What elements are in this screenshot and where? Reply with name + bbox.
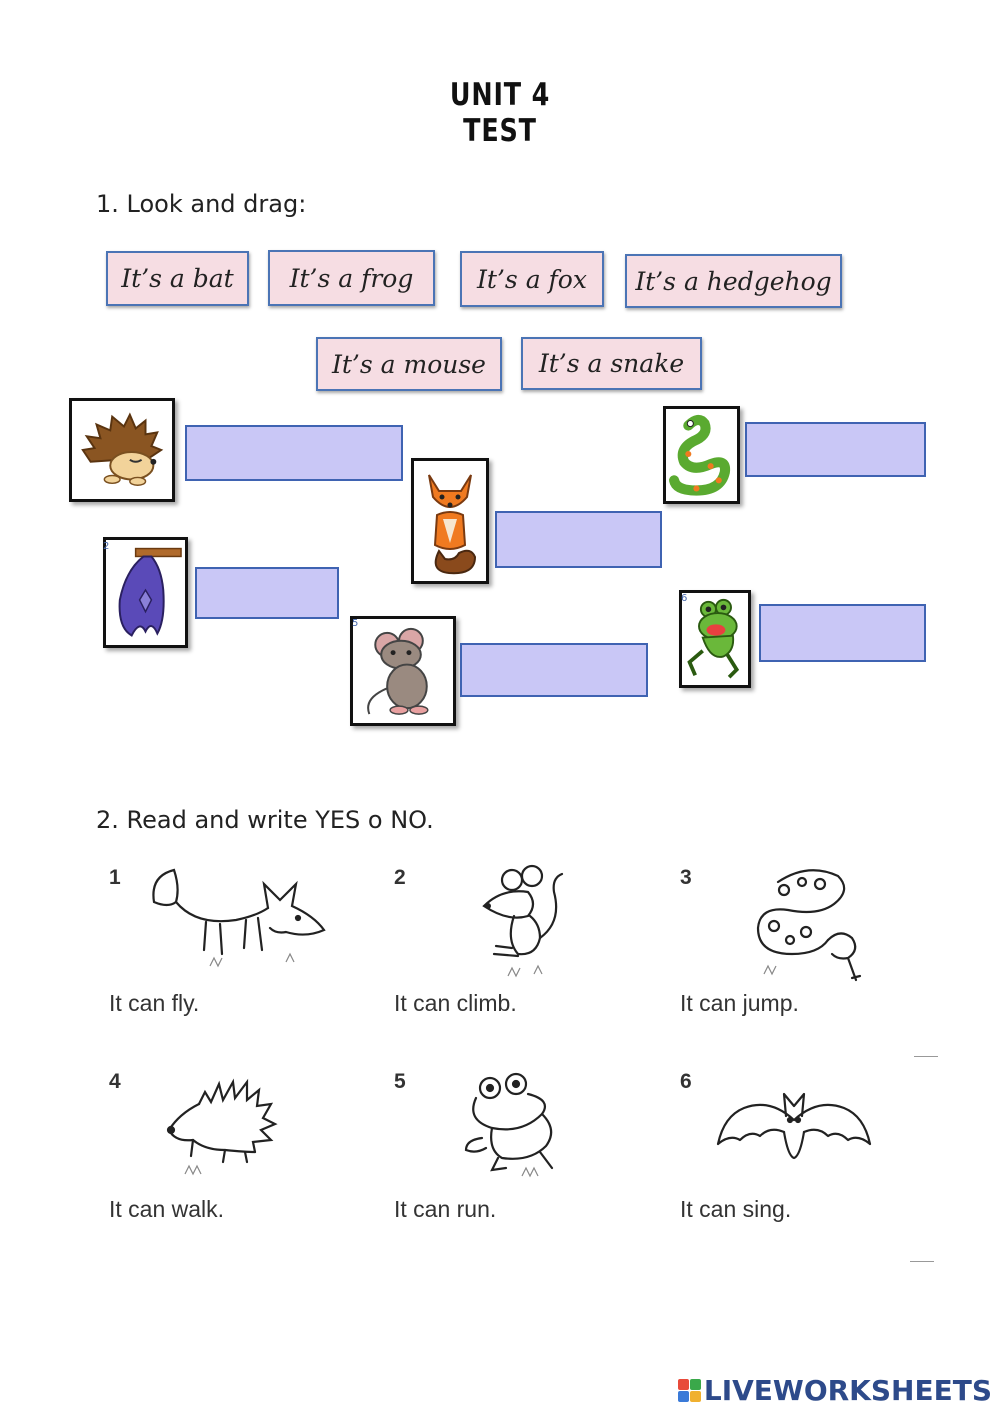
picture-mouse — [350, 616, 456, 726]
picture-hedgehog — [69, 398, 175, 502]
word-card-frog[interactable]: It’s a frog — [268, 250, 435, 306]
bat-line-icon — [714, 1086, 874, 1166]
section-2-heading: 2. Read and write YES o NO. — [96, 806, 434, 834]
picture-number-frog: 6 — [681, 593, 688, 604]
drop-box-3[interactable] — [745, 422, 926, 477]
drop-box-4[interactable] — [195, 567, 339, 619]
drop-box-6[interactable] — [759, 604, 926, 662]
item-sentence: It can sing. — [680, 1196, 792, 1222]
title-line-2: TEST — [463, 113, 537, 149]
item-number: 3 — [680, 866, 692, 889]
item-sentence: It can fly. — [109, 990, 200, 1016]
hedgehog-line-icon — [165, 1074, 279, 1178]
item-number: 2 — [394, 866, 406, 889]
bat-icon — [118, 547, 182, 637]
item-sentence: It can run. — [394, 1196, 497, 1222]
item-number: 4 — [109, 1070, 121, 1093]
picture-bat — [103, 537, 188, 648]
drop-box-2[interactable] — [495, 511, 662, 568]
snake-icon — [669, 414, 731, 496]
liveworksheets-logo-icon — [677, 1379, 701, 1402]
item-number: 1 — [109, 866, 121, 889]
item-sentence: It can climb. — [394, 990, 517, 1016]
picture-number-bat: 2 — [103, 541, 110, 552]
frog-line-icon — [462, 1072, 566, 1178]
drop-box-1[interactable] — [185, 425, 403, 481]
frog-icon — [687, 598, 740, 679]
picture-fox — [411, 458, 489, 584]
item-number: 6 — [680, 1070, 692, 1093]
item-sentence: It can jump. — [680, 990, 799, 1016]
title-line-1: UNIT 4 — [449, 77, 551, 113]
word-card-bat[interactable]: It’s a bat — [106, 251, 249, 306]
section-1-heading: 1. Look and drag: — [96, 190, 307, 218]
fox-line-icon — [146, 862, 330, 974]
item-sentence: It can walk. — [109, 1196, 225, 1222]
picture-snake — [663, 406, 740, 504]
drop-box-5[interactable] — [460, 643, 648, 697]
word-card-hedgehog[interactable]: It’s a hedgehog — [625, 254, 842, 308]
answer-line — [910, 1261, 934, 1262]
logo-text: LIVEWORKSHEETS — [703, 1374, 992, 1407]
picture-number-mouse: 5 — [352, 618, 359, 629]
word-card-mouse[interactable]: It’s a mouse — [316, 337, 502, 391]
fox-icon — [428, 474, 477, 575]
mouse-line-icon — [478, 864, 570, 982]
word-card-fox[interactable]: It’s a fox — [460, 251, 604, 307]
word-card-snake[interactable]: It’s a snake — [521, 337, 702, 390]
liveworksheets-logo: LIVEWORKSHEETS — [677, 1374, 992, 1407]
mouse-icon — [367, 627, 429, 715]
answer-line — [914, 1056, 938, 1057]
snake-line-icon — [748, 862, 870, 986]
hedgehog-icon — [81, 412, 164, 487]
picture-frog — [679, 590, 751, 688]
item-number: 5 — [394, 1070, 406, 1093]
